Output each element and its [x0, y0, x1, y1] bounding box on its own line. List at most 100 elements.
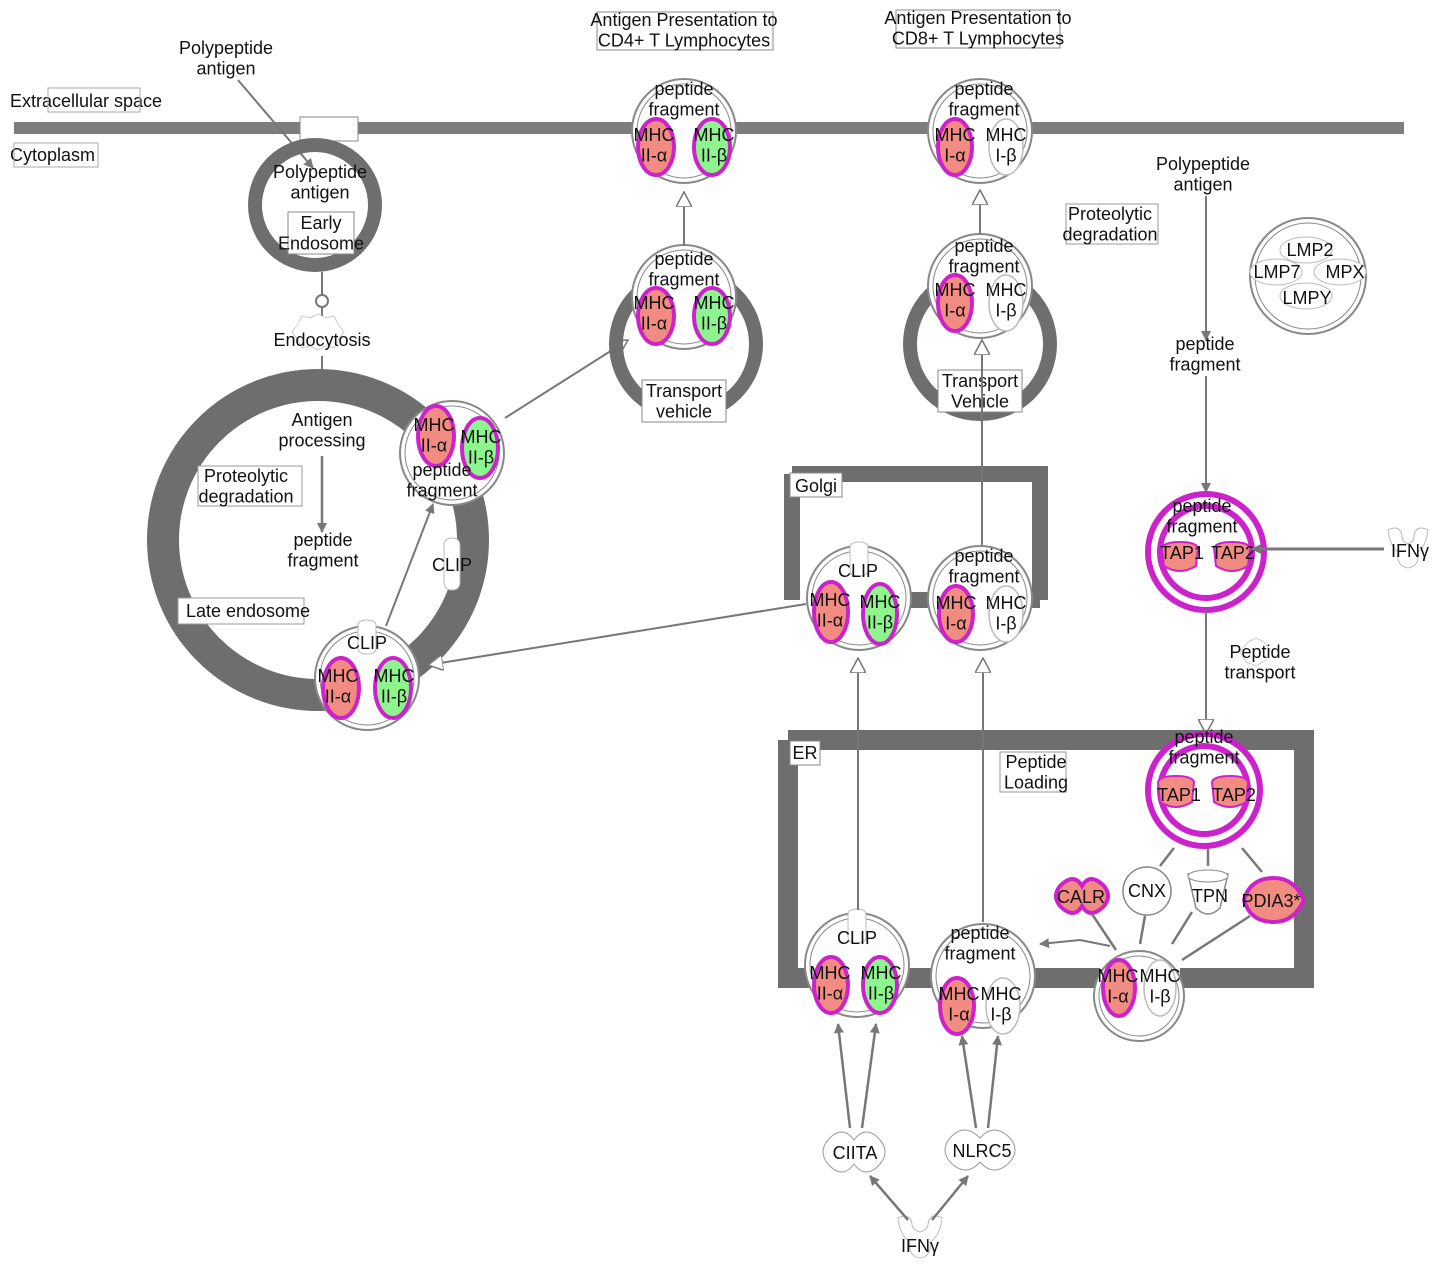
edge-nlrc5-mhc1a: [958, 1035, 978, 1129]
text-line: MHC: [861, 963, 902, 983]
ifng-bottom[interactable]: IFNγ: [897, 1215, 943, 1259]
text-line: MHC: [935, 280, 976, 300]
text-line: MHC: [986, 125, 1027, 145]
text-line: TAP2: [1212, 785, 1256, 805]
text-line: Extracellular space: [10, 91, 162, 111]
pdia3-node[interactable]: PDIA3*: [1241, 875, 1307, 925]
ifng-right[interactable]: IFNγ: [1387, 527, 1429, 569]
text-line: MHC: [694, 125, 735, 145]
text-line: I-α: [948, 1005, 969, 1025]
text-line: II-β: [868, 984, 894, 1004]
clip-free[interactable]: CLIP: [432, 537, 472, 591]
text-line: Endosome: [278, 234, 364, 254]
svg-text:CALR: CALR: [1057, 887, 1105, 907]
text-line: II-β: [701, 314, 727, 334]
edge-tap-cnx: [1159, 847, 1175, 867]
text-line: fragment: [948, 100, 1019, 120]
edge-nlrc5-mhc1b: [986, 1035, 1002, 1129]
membrane-channel: [299, 116, 359, 142]
text-line: Late endosome: [186, 601, 310, 621]
early-endosome[interactable]: [248, 138, 382, 272]
nlrc5-node[interactable]: NLRC5: [944, 1129, 1016, 1171]
text-line: peptide: [654, 79, 713, 99]
calr-node[interactable]: CALR: [1054, 877, 1110, 915]
text-line: LMP7: [1253, 262, 1300, 282]
text-line: MHC: [694, 293, 735, 313]
svg-text:TAP1: TAP1: [1157, 785, 1201, 805]
text-line: fragment: [1169, 355, 1240, 375]
svg-text:NLRC5: NLRC5: [952, 1141, 1011, 1161]
svg-text:TAP1: TAP1: [1160, 543, 1204, 563]
text-line: LMPY: [1282, 288, 1331, 308]
text-line: II-α: [421, 436, 447, 456]
text-line: II-α: [641, 146, 667, 166]
text-line: Vehicle: [951, 392, 1009, 412]
text-line: CD4+ T Lymphocytes: [598, 31, 770, 51]
text-line: peptide: [1172, 496, 1231, 516]
text-line: fragment: [648, 100, 719, 120]
text-line: MHC: [634, 125, 675, 145]
text-line: peptide: [654, 249, 713, 269]
immunoproteasome-complex[interactable]: LMP2 LMP7 MPX LMPY: [1249, 217, 1367, 335]
svg-text:LMP2: LMP2: [1286, 240, 1333, 260]
text-line: degradation: [1062, 225, 1157, 245]
text-line: Early: [300, 213, 341, 233]
text-line: I-α: [944, 301, 965, 321]
text-line: CIITA: [833, 1143, 878, 1163]
tpn-node[interactable]: TPN: [1187, 869, 1229, 915]
text-line: Peptide: [1005, 752, 1066, 772]
endocytosis-process[interactable]: Endocytosis: [273, 313, 371, 351]
text-line: MHC: [986, 593, 1027, 613]
svg-text:Endocytosis: Endocytosis: [273, 330, 370, 350]
text-line: MHC: [939, 984, 980, 1004]
ciita-node[interactable]: CIITA: [822, 1131, 886, 1173]
golgi-label: Golgi: [789, 472, 843, 498]
text-line: peptide: [954, 546, 1013, 566]
text-line: TAP1: [1160, 543, 1204, 563]
text-line: CLIP: [432, 555, 472, 575]
svg-text:LMPY: LMPY: [1282, 288, 1331, 308]
text-line: antigen: [1173, 175, 1232, 195]
text-line: ER: [792, 743, 817, 763]
edge-calr-mhc1: [1090, 913, 1118, 951]
text-line: peptide: [412, 460, 471, 480]
cnx-node[interactable]: CNX: [1122, 866, 1172, 916]
late-endosome-label: Late endosome: [177, 597, 310, 625]
